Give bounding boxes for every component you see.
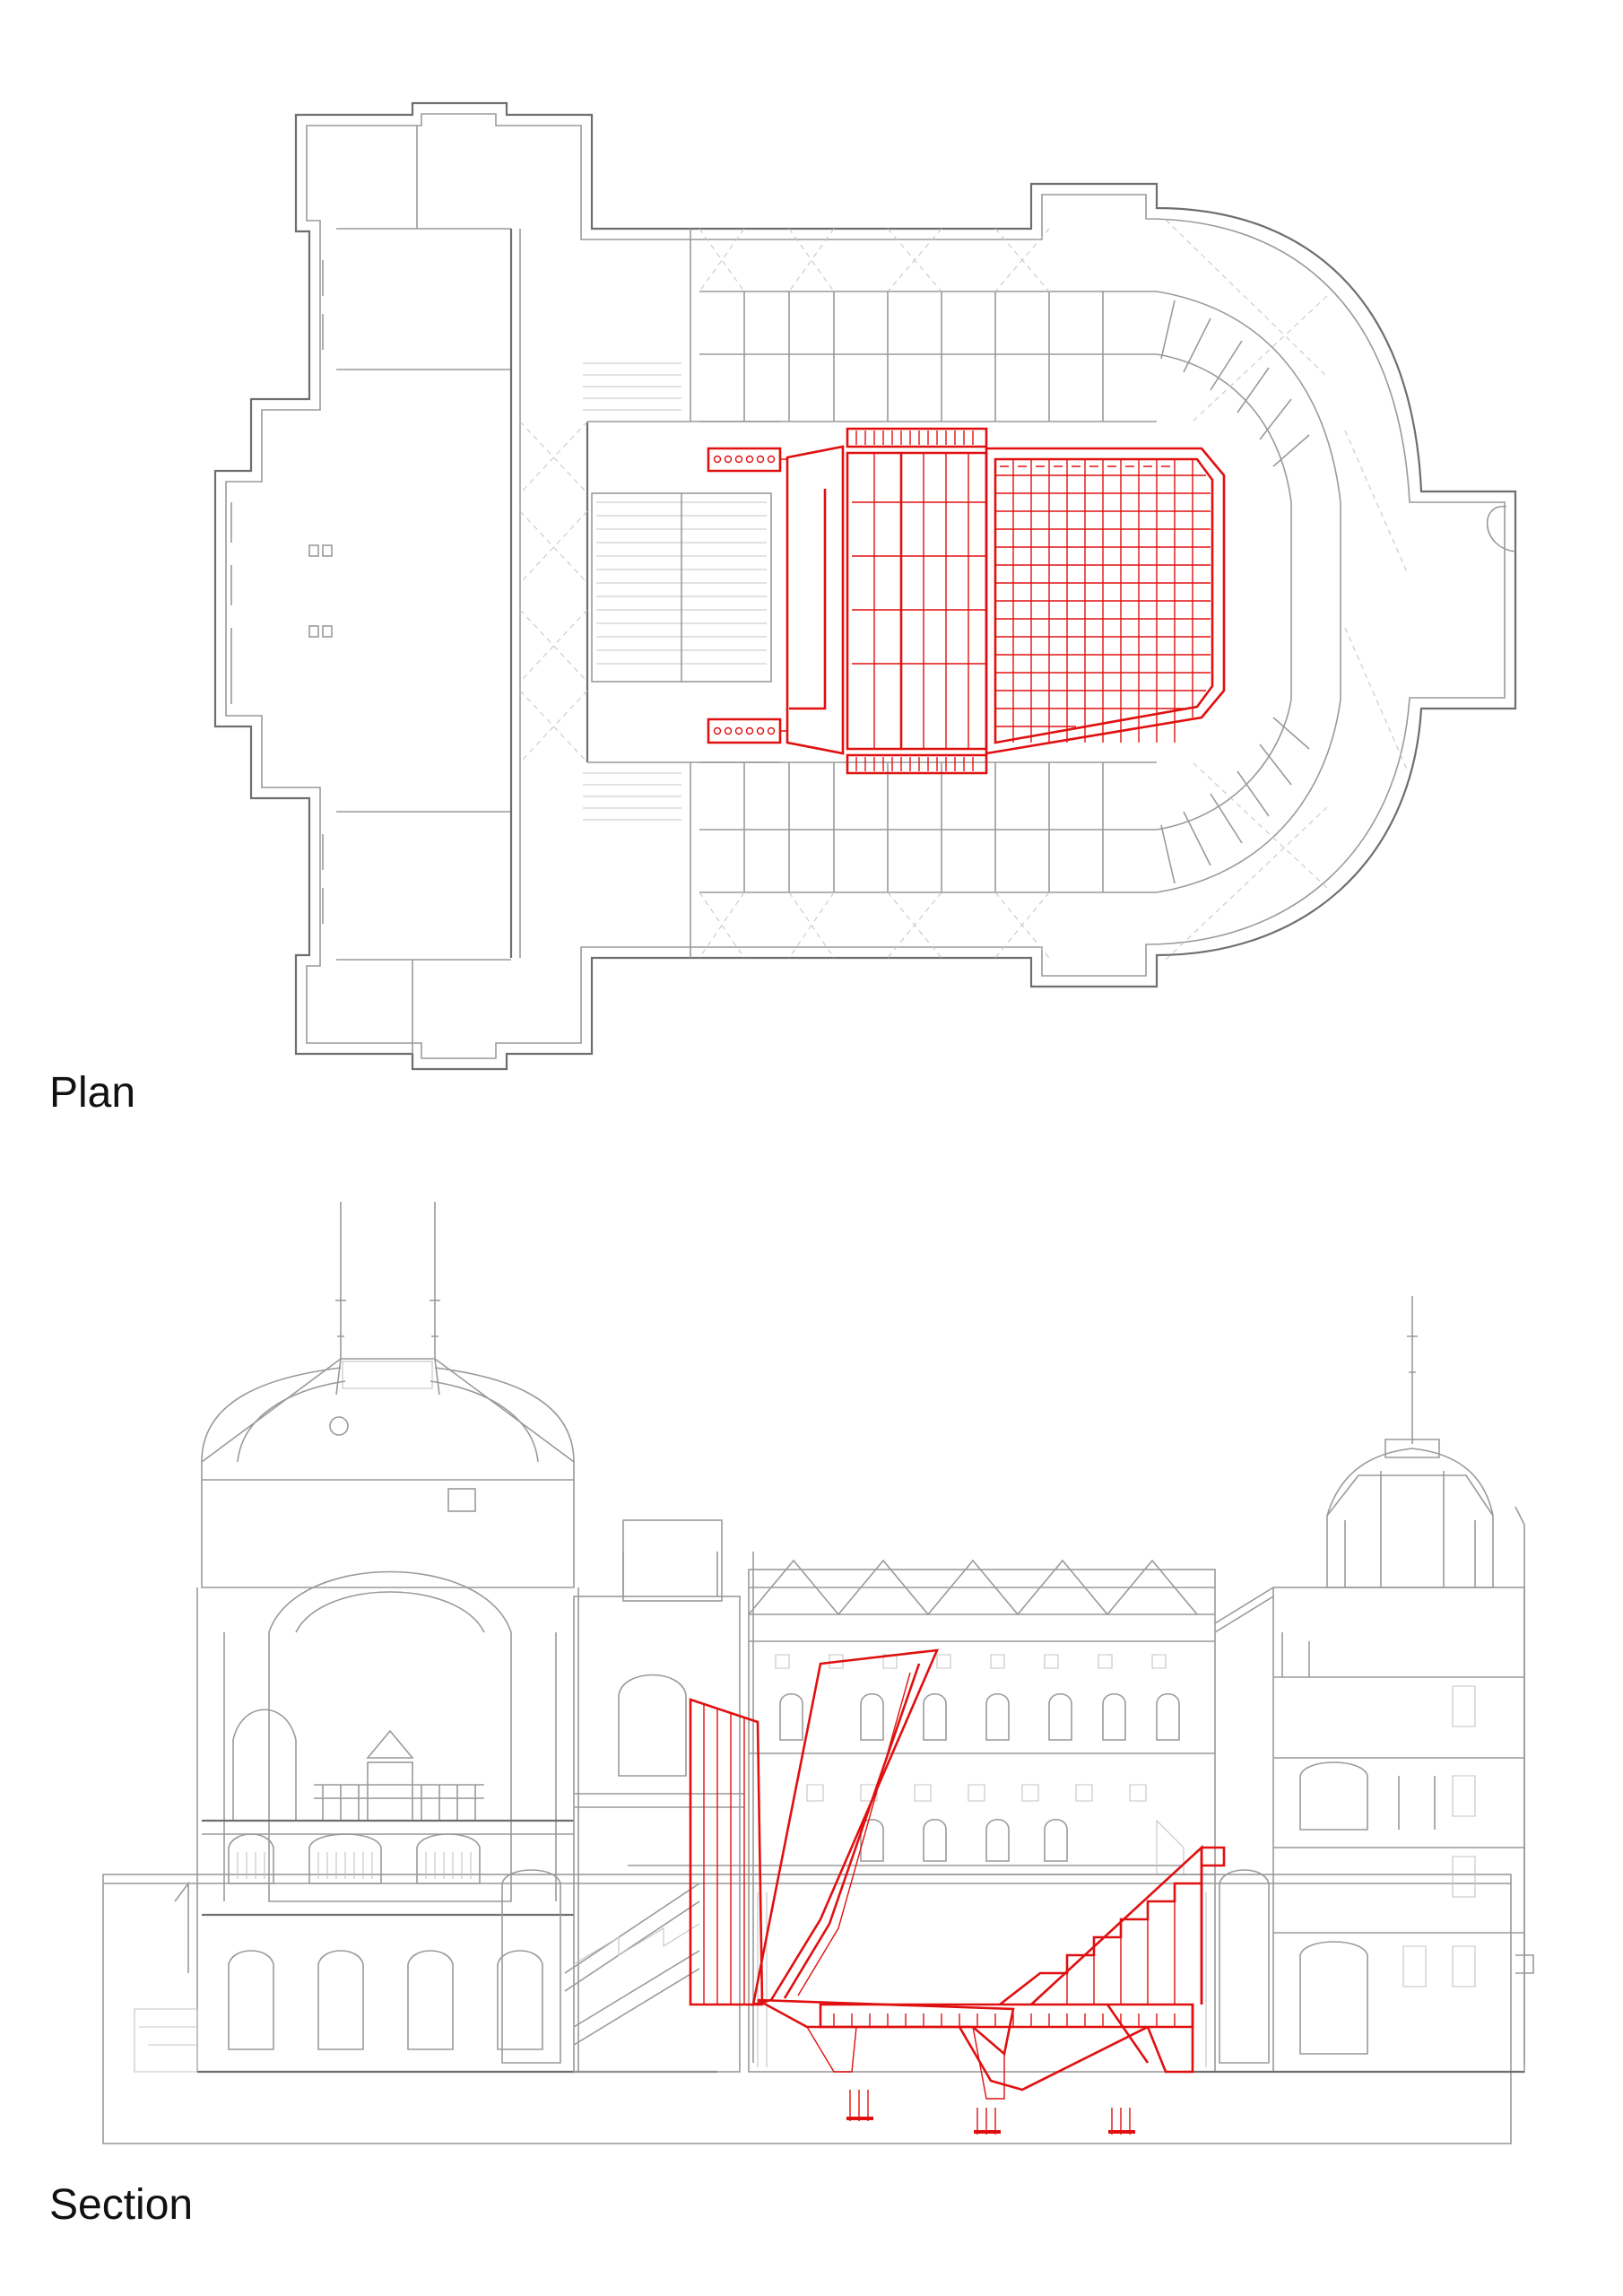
- section-new-auditorium: [689, 1648, 1226, 2135]
- section-courtyard: [748, 1559, 1216, 2073]
- section-caption: Section: [49, 2181, 194, 2229]
- plan-new-auditorium: [707, 427, 1226, 775]
- section-right-pavilion: [1184, 1296, 1525, 2074]
- plan-vault-pattern: [519, 219, 1409, 961]
- plan-windows: [230, 260, 333, 924]
- plan-drawing: [213, 101, 1517, 1071]
- section-middle-block: [501, 1519, 754, 2073]
- section-drawing: [102, 1202, 1534, 2144]
- plan-building-outline: [213, 101, 1517, 1071]
- plan-interior-walls: [336, 126, 1341, 1054]
- plan-staircases: [583, 362, 1516, 821]
- plan-cell-partitions: [743, 291, 1310, 892]
- plan-caption: Plan: [49, 1069, 136, 1117]
- section-left-pavilion: [134, 1202, 717, 2074]
